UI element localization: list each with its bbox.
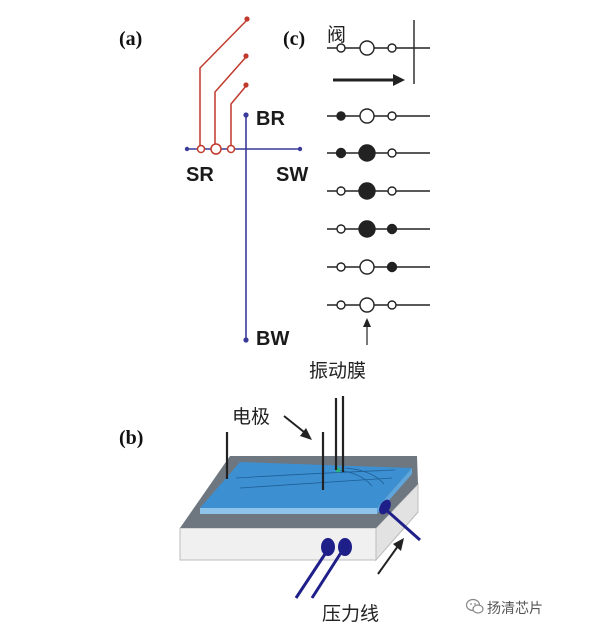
valve-circles	[196, 143, 236, 155]
red-endpoints	[243, 16, 250, 88]
blue-endpoints	[184, 112, 303, 343]
panel-a-schematic	[184, 16, 303, 343]
label-pressure-line: 压力线	[322, 603, 380, 625]
chip-blue-layer	[200, 462, 412, 508]
label-electrode: 电极	[232, 406, 271, 428]
red-electrode-lines	[199, 19, 248, 148]
wechat-icon	[465, 598, 484, 614]
watermark-text: 扬清芯片	[487, 601, 543, 617]
pressure-tubes	[294, 499, 421, 599]
panel-c-sequence	[327, 20, 430, 345]
label-valve: 阀	[327, 24, 347, 46]
panel-label-a: (a)	[119, 28, 143, 50]
label-br: BR	[256, 108, 285, 130]
label-bw: BW	[256, 328, 290, 350]
electrodes	[225, 396, 345, 490]
label-sw: SW	[276, 164, 309, 186]
panel-label-b: (b)	[119, 427, 144, 449]
panel-b-chip	[179, 396, 421, 599]
label-membrane: 振动膜	[309, 360, 367, 382]
panel-label-c: (c)	[283, 28, 306, 50]
label-sr: SR	[186, 164, 214, 186]
blue-channels	[187, 115, 300, 340]
